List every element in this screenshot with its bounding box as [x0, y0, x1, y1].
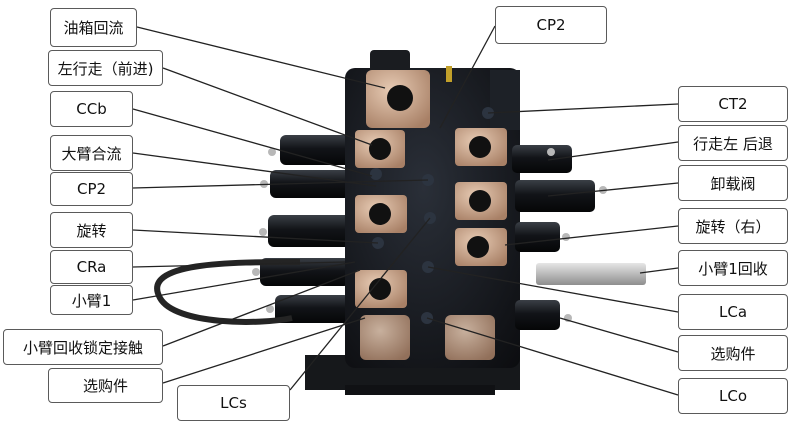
label-oil-tank-return: 油箱回流 [50, 8, 137, 47]
label-left-travel-reverse: 行走左 后退 [678, 125, 788, 161]
label-arm-retract-lock: 小臂回收锁定接触 [3, 329, 163, 365]
label-lcs: LCs [177, 385, 290, 421]
label-cp2-left: CP2 [50, 172, 133, 206]
label-arm-1-retract: 小臂1回收 [678, 250, 788, 286]
label-ct2: CT2 [678, 86, 788, 122]
leader-lines [132, 25, 679, 396]
label-lco: LCo [678, 378, 788, 414]
label-option-left: 选购件 [48, 368, 163, 403]
label-arm-1: 小臂1 [50, 285, 133, 315]
label-unload-valve: 卸载阀 [678, 165, 788, 201]
valve-photo [154, 50, 646, 395]
label-cp2-top: CP2 [495, 6, 607, 44]
label-swing-right: 旋转（右） [678, 208, 788, 244]
label-option-right: 选购件 [678, 335, 788, 371]
label-ccb: CCb [50, 91, 133, 127]
label-swing: 旋转 [50, 212, 133, 248]
label-left-travel-forward: 左行走（前进) [48, 50, 163, 86]
label-lca: LCa [678, 294, 788, 330]
label-boom-confluence: 大臂合流 [50, 135, 133, 171]
label-cra: CRa [50, 250, 133, 284]
